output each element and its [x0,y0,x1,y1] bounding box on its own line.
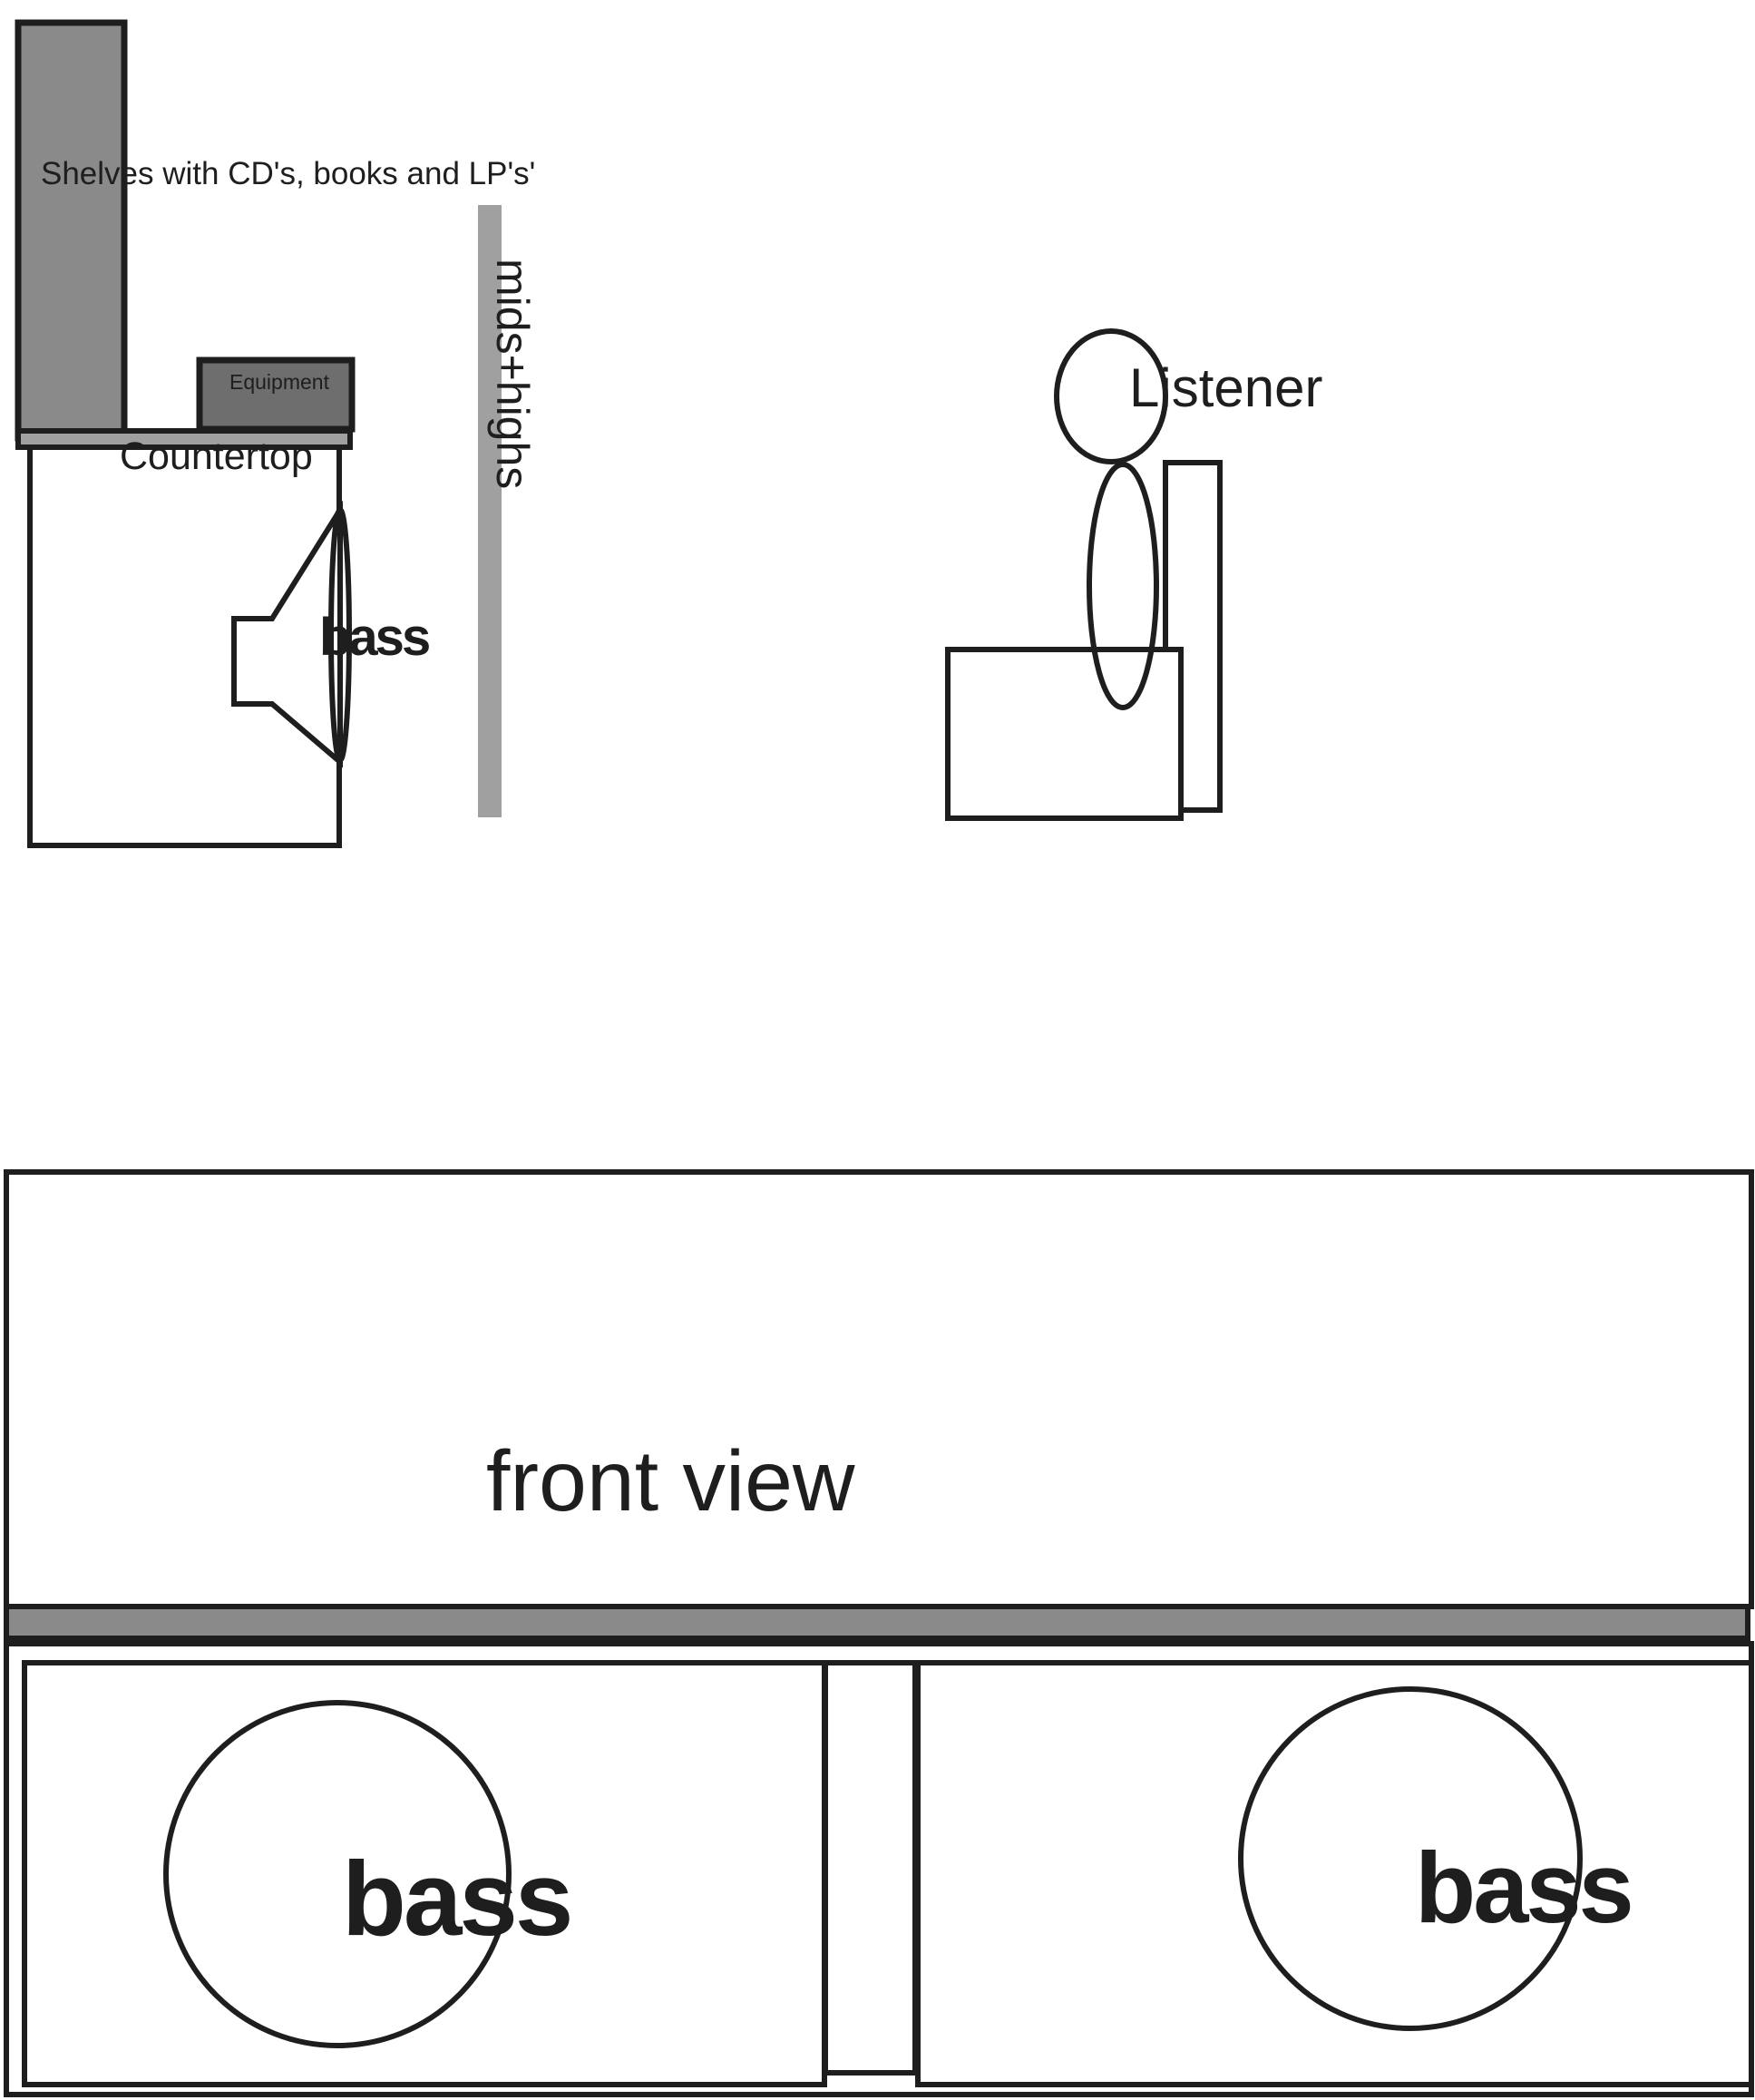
listener-body [1087,462,1159,710]
front-countertop-band [4,1604,1750,1641]
mids-highs-label: mids+highs [487,259,538,489]
center-divider [823,1660,918,2076]
front-upper-box [4,1169,1754,1609]
equipment-label: Equipment [229,370,330,394]
chair-back [1163,460,1223,813]
right-cabinet [915,1660,1754,2087]
shelves-column [15,19,128,442]
mids-highs-panel [478,205,502,817]
chair-seat [945,647,1184,821]
countertop-label: Countertop [120,435,313,478]
left-bass-driver [163,1700,512,2048]
left-bass-label: bass [342,1840,570,1958]
shelves-label: Shelves with CD's, books and LP's' [41,156,535,191]
side-view: Shelves with CD's, books and LP's' Equip… [15,19,1322,848]
listener-head [1054,328,1168,464]
bass-driver-cone-edge [328,507,352,763]
front-view-title: front view [486,1433,855,1529]
right-bass-label: bass [1415,1832,1632,1944]
listener-label: Listener [1129,357,1322,418]
front-view: front view bass bass [4,1169,1754,2097]
right-bass-driver [1238,1686,1583,2031]
side-bass-label: bass [319,608,429,667]
